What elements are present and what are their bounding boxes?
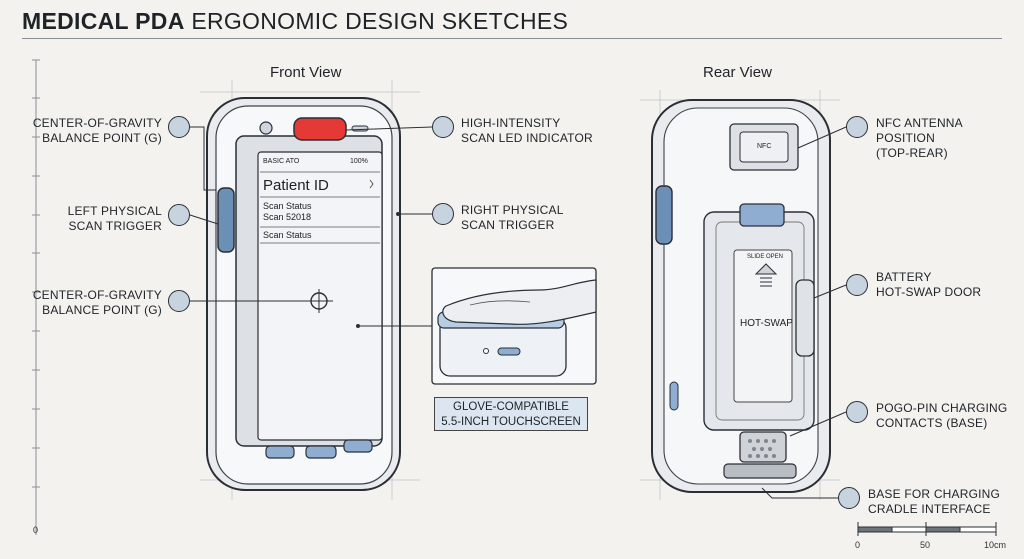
- callout-left-trigger: [168, 204, 190, 226]
- scan-led-icon: [293, 117, 347, 141]
- callout-cog-top: [168, 116, 190, 138]
- glove-inset: [431, 267, 597, 385]
- left-ruler-zero: 0: [33, 525, 39, 535]
- rear-view-title: Rear View: [703, 64, 772, 81]
- screen-line1: Scan Status: [263, 201, 312, 211]
- scale-tick-0: 0: [855, 540, 861, 550]
- left-trigger-icon: [217, 187, 235, 253]
- nfc-tag: NFC: [757, 143, 772, 150]
- scale-tick-50: 50: [920, 540, 931, 550]
- scale-bar: [857, 522, 997, 536]
- screen-battery: 100%: [350, 158, 368, 165]
- screen-patient-id: Patient ID: [263, 177, 329, 194]
- screen-status-left: BASIC ATO: [263, 158, 300, 165]
- front-view-title: Front View: [270, 64, 342, 81]
- callout-cog-mid: [168, 290, 190, 312]
- title-rule: [22, 38, 1002, 39]
- screen-line2: Scan 52018: [263, 212, 312, 222]
- callout-pogo: [846, 401, 868, 423]
- page-title: MEDICAL PDA ERGONOMIC DESIGN SKETCHES: [22, 8, 569, 34]
- scale-tick-10cm: 10cm: [984, 540, 1007, 550]
- rear-leaders: [761, 126, 847, 499]
- callout-base: [838, 487, 860, 509]
- screen-line3: Scan Status: [263, 230, 312, 240]
- left-ruler: [32, 59, 40, 535]
- front-leaders: [189, 126, 440, 327]
- callout-battery: [846, 274, 868, 296]
- front-device: [206, 97, 401, 491]
- callout-nfc: [846, 116, 868, 138]
- callout-right-trigger: [432, 203, 454, 225]
- hot-swap-text: HOT-SWAP: [740, 318, 793, 329]
- callout-scan-led: [432, 116, 454, 138]
- rear-device: [651, 99, 831, 493]
- slide-open-text: SLIDE OPEN: [747, 254, 784, 260]
